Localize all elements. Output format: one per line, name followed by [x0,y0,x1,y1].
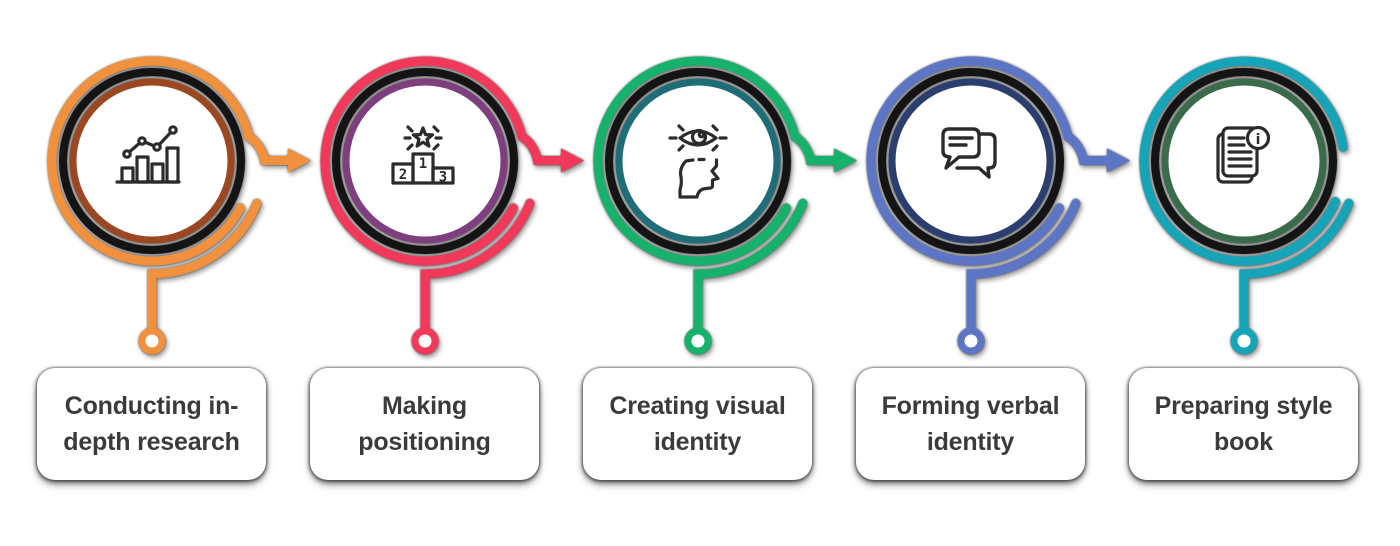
step-label: Preparing style book [1154,392,1333,456]
step-label-card: Creating visual identity [583,368,812,480]
step-visual-identity-graphic [593,56,857,355]
document-info-icon: i [1216,125,1271,184]
step-positioning: 2 1 3 Making positioning [288,0,584,546]
eye-head-icon [668,124,728,199]
step-label: Creating visual identity [609,392,786,456]
black-ring [605,68,791,254]
step-label-card: Forming verbal identity [856,368,1085,480]
podium-number-2: 2 [399,167,407,183]
ring-arc [1139,56,1348,266]
black-ring [878,68,1064,254]
inner-color-ring [615,78,781,244]
podium-number-1: 1 [419,156,427,172]
ring-with-arrow-shaft [47,56,294,266]
bar-chart-trend-icon [115,125,181,184]
arrow-head-icon [834,148,857,173]
chat-bubbles-icon [941,127,997,179]
black-ring [332,68,518,254]
ring-with-arrow-shaft [320,56,567,266]
podium-number-3: 3 [439,170,447,186]
step-label: Making positioning [358,392,491,456]
connector-tail [1239,198,1354,332]
arrow-head-icon [1107,148,1130,173]
connector-dot [138,327,166,355]
connector-tail [147,198,262,332]
step-label-card: Preparing style book [1129,368,1358,480]
outer-color-ring [47,56,294,355]
ring-with-arrow-shaft [866,56,1113,266]
step-research: Conducting in- depth research [15,0,311,546]
inner-color-ring [69,78,235,244]
inner-color-ring [888,78,1054,244]
connector-dot [411,327,439,355]
step-research-graphic [47,56,311,355]
arrow-head-icon [288,148,311,173]
step-style-book-graphic: i [1139,56,1354,355]
connector-tail [693,198,808,332]
info-glyph: i [1256,132,1261,148]
outer-color-ring [1139,56,1354,355]
outer-color-ring [593,56,840,355]
step-verbal-identity-graphic [866,56,1130,355]
step-style-book: i Preparing style book [1107,0,1380,546]
ring-with-arrow-shaft [593,56,840,266]
outer-color-ring [866,56,1113,355]
connector-tail [966,198,1081,332]
connector-tail [420,198,535,332]
inner-color-ring [342,78,508,244]
outer-color-ring [320,56,567,355]
step-label-card: Making positioning [310,368,539,480]
black-ring [59,68,245,254]
arrow-head-icon [561,148,584,173]
connector-dot [684,327,712,355]
step-label: Conducting in- depth research [63,392,240,456]
step-label: Forming verbal identity [881,392,1060,456]
step-positioning-graphic: 2 1 3 [320,56,584,355]
step-visual-identity: Creating visual identity [561,0,857,546]
step-label-card: Conducting in- depth research [37,368,266,480]
connector-dot [1230,327,1258,355]
step-verbal-identity: Forming verbal identity [834,0,1130,546]
black-ring [1151,68,1337,254]
connector-dot [957,327,985,355]
winner-podium-icon: 2 1 3 [391,125,455,186]
